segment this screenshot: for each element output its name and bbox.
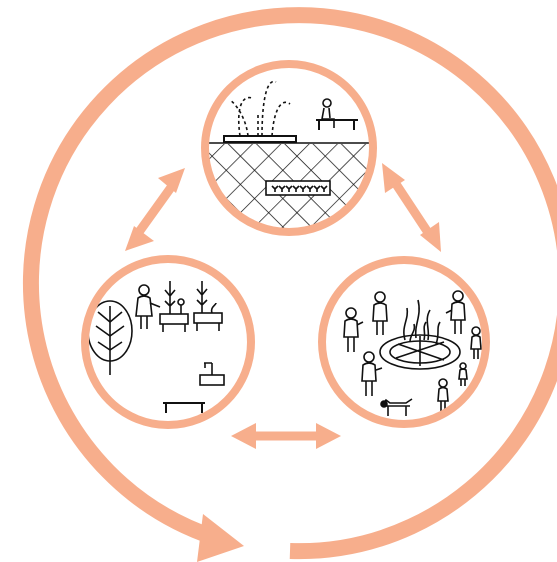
connector-plaza-garden xyxy=(125,168,185,251)
person-icon xyxy=(361,351,383,396)
flower-bed-icon xyxy=(265,180,331,196)
node-plaza xyxy=(201,60,377,236)
person-icon xyxy=(343,307,364,352)
bonfire-icon xyxy=(395,299,445,366)
person-icon xyxy=(470,326,482,359)
raised-planter-icon xyxy=(159,281,223,332)
node-garden xyxy=(81,255,255,429)
outer-cycle-arrow xyxy=(23,7,557,562)
connector-plaza-gathering xyxy=(382,163,441,252)
bench-icon xyxy=(316,119,358,130)
person-icon xyxy=(445,290,466,334)
node-gathering xyxy=(318,256,490,428)
bench-icon xyxy=(163,402,205,413)
water-pump-icon xyxy=(199,362,225,386)
seated-person-icon xyxy=(321,98,335,128)
dog-icon xyxy=(380,398,413,416)
person-icon xyxy=(372,291,388,335)
connector-garden-gathering xyxy=(231,423,341,449)
fountain-icon xyxy=(223,80,297,143)
gardener-icon xyxy=(135,284,161,329)
person-icon xyxy=(458,362,468,386)
